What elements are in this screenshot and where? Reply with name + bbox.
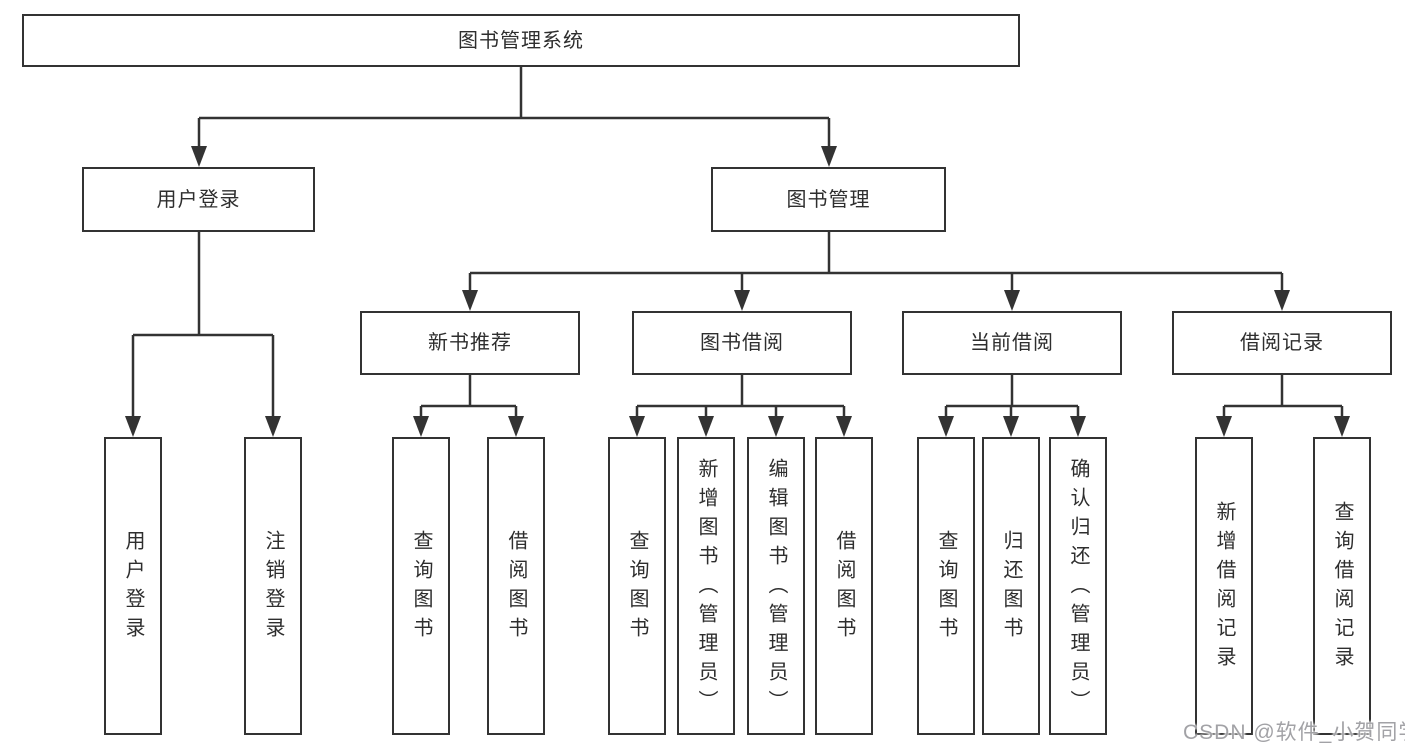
node-current-borrow: 当前借阅 <box>902 311 1122 375</box>
node-user-login: 用户登录 <box>82 167 315 232</box>
leaf-borrow-books-recommend: 借阅图书 <box>487 437 545 735</box>
node-new-book-recommend: 新书推荐 <box>360 311 580 375</box>
leaf-query-books-recommend: 查询图书 <box>392 437 450 735</box>
leaf-query-books-borrow: 查询图书 <box>608 437 666 735</box>
leaf-add-book-admin: 新增图书（管理员） <box>677 437 735 735</box>
leaf-return-book: 归还图书 <box>982 437 1040 735</box>
node-book-management: 图书管理 <box>711 167 946 232</box>
csdn-watermark: CSDN @软件_小贺同学 <box>1183 721 1405 744</box>
leaf-add-borrow-record: 新增借阅记录 <box>1195 437 1253 735</box>
node-borrow-records: 借阅记录 <box>1172 311 1392 375</box>
leaf-query-borrow-record: 查询借阅记录 <box>1313 437 1371 735</box>
leaf-edit-book-admin: 编辑图书（管理员） <box>747 437 805 735</box>
leaf-query-books-current: 查询图书 <box>917 437 975 735</box>
node-root-system: 图书管理系统 <box>22 14 1020 67</box>
node-book-borrow: 图书借阅 <box>632 311 852 375</box>
leaf-logout-login: 注销登录 <box>244 437 302 735</box>
leaf-user-login: 用户登录 <box>104 437 162 735</box>
leaf-confirm-return-admin: 确认归还（管理员） <box>1049 437 1107 735</box>
leaf-borrow-books-borrow: 借阅图书 <box>815 437 873 735</box>
